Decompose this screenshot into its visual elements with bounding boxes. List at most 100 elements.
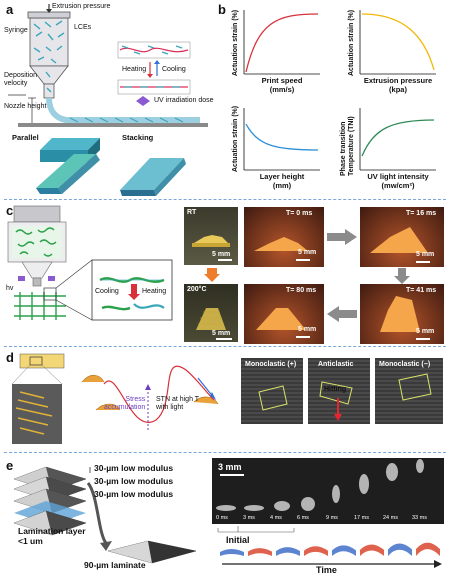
drop-frame-7 <box>416 459 424 473</box>
plot-2-xlabel: Extrusion pressure (kpa) <box>363 76 433 94</box>
deformation-shape-5 <box>360 544 384 556</box>
rt-label: RT <box>187 209 197 216</box>
initial-label: Initial <box>226 535 250 545</box>
time-label-1: 3 ms <box>243 515 255 521</box>
c-cooling-label: Cooling <box>95 288 119 295</box>
temp-200-label: 200°C <box>187 286 207 293</box>
stacking-label: Stacking <box>122 133 154 142</box>
frame-16ms-scale: 5 mm <box>416 251 435 258</box>
deformation-shape-7 <box>416 542 440 556</box>
hv-label: hv <box>6 285 14 292</box>
plot-4-curve <box>361 119 435 157</box>
time-label-2: 4 ms <box>270 515 282 521</box>
monoclastic-minus-photo: Monoclastic (−) <box>375 358 443 424</box>
deformation-sequence <box>217 526 442 568</box>
frame-16ms-label: T= 16 ms <box>406 210 437 217</box>
nozzle-height-label: Nozzle height <box>4 103 47 110</box>
plot-4-ylabel: Phase transition Temperature (TNI) <box>340 116 355 176</box>
frame-0ms: T= 0 ms 5 mm <box>244 207 324 267</box>
time-label-7: 33 ms <box>412 515 427 521</box>
parameter-plots <box>243 10 436 171</box>
stress-accumulation-label: Stress accumulation <box>104 396 146 411</box>
rt-photo: RT 5 mm <box>184 207 238 265</box>
panel-d-letter: d <box>6 350 14 365</box>
layer-2-label: 30-µm low modulus <box>94 476 174 486</box>
deformation-shape-1 <box>248 548 272 556</box>
uv-dose-label: UV irradiation dose <box>154 97 214 104</box>
plot-3-xlabel: Layer height (mm) <box>259 172 305 190</box>
plot-1-ylabel: Actuation strain (%) <box>232 9 239 76</box>
frame-80ms: T= 80 ms 5 mm <box>244 284 324 344</box>
deposition-velocity-label: Deposition velocity <box>4 72 38 87</box>
frame-80ms-scale: 5 mm <box>298 326 317 333</box>
drop-frame-0 <box>216 505 236 511</box>
monoclastic-plus-label: Monoclastic (+) <box>245 361 297 368</box>
frame-0ms-label: T= 0 ms <box>286 210 313 217</box>
monoclastic-plus-photo: Monoclastic (+) <box>241 358 303 424</box>
divider-d-e <box>4 452 446 453</box>
frame-41ms-label: T= 41 ms <box>406 287 437 294</box>
snap-through-schematic <box>11 353 219 444</box>
monoclastic-minus-label: Monoclastic (−) <box>379 361 431 368</box>
panel-e-letter: e <box>6 458 14 473</box>
divider-ab-c <box>4 199 446 200</box>
gray-left-arrow <box>327 306 357 322</box>
e-scale-label: 3 mm <box>218 462 242 472</box>
lces-label: LCEs <box>74 24 92 31</box>
hitting-label: Hitting <box>324 386 347 393</box>
panel-a-letter: a <box>6 2 14 17</box>
gray-down-arrow <box>394 268 410 284</box>
laminate-label: 90-µm laminate <box>84 560 146 570</box>
heating-label: Heating <box>122 66 147 73</box>
frame-41ms-scale: 5 mm <box>416 328 435 335</box>
printhead-schematic <box>7 205 173 321</box>
plot-1-curve <box>245 13 319 73</box>
layer-1-label: 30-µm low modulus <box>94 463 174 473</box>
frame-80ms-label: T= 80 ms <box>286 287 317 294</box>
stn-label: STN at high T with light <box>156 396 200 411</box>
plot-3-ylabel: Actuation strain (%) <box>232 105 239 172</box>
drop-frame-3 <box>301 497 315 511</box>
drop-frame-5 <box>359 474 369 494</box>
anticlastic-photo: Anticlastic Hitting <box>308 358 370 424</box>
heated-photo: 200°C 5 mm <box>184 284 238 342</box>
frame-41ms: T= 41 ms 5 mm <box>360 284 444 344</box>
plot-2-curve <box>361 13 435 71</box>
c-heating-label: Heating <box>142 288 167 295</box>
anticlastic-label: Anticlastic <box>318 361 354 368</box>
time-label-0: 0 ms <box>216 515 228 521</box>
time-axis-label: Time <box>316 565 337 575</box>
extrusion-pressure-label: Extrusion pressure <box>52 3 111 10</box>
plot-2-ylabel: Actuation strain (%) <box>348 9 355 76</box>
panel-c-letter: c <box>6 203 14 218</box>
cooling-label: Cooling <box>162 66 186 73</box>
gray-right-arrow <box>327 229 357 245</box>
deformation-shape-3 <box>304 546 328 556</box>
drop-frame-6 <box>386 463 398 481</box>
plot-3-curve <box>245 123 319 151</box>
laminate-schematic <box>13 466 197 564</box>
time-label-4: 9 ms <box>326 515 338 521</box>
frame-0ms-scale: 5 mm <box>298 249 317 256</box>
heated-scale-label: 5 mm <box>212 330 231 337</box>
layer-3-label: 30-µm low modulus <box>94 489 174 499</box>
time-label-3: 6 ms <box>297 515 309 521</box>
drop-frame-1 <box>244 505 264 511</box>
panel-b-letter: b <box>218 2 226 17</box>
deformation-shape-2 <box>276 547 300 556</box>
plot-1-xlabel: Print speed (mm/s) <box>261 76 303 94</box>
syringe-label: Syringe <box>4 27 28 34</box>
drop-sequence-photo: 3 mm 0 ms 3 ms 4 ms 6 ms 9 ms 17 ms 24 m… <box>212 458 444 524</box>
plot-4-xlabel: UV light intensity (mw/cm²) <box>367 172 429 190</box>
parallel-label: Parallel <box>12 133 39 142</box>
drop-frame-2 <box>274 501 290 511</box>
e-scale-bar <box>220 474 244 476</box>
time-label-5: 17 ms <box>354 515 369 521</box>
deformation-shape-6 <box>388 543 412 556</box>
frame-16ms: T= 16 ms 5 mm <box>360 207 444 267</box>
printing-schematic <box>8 4 208 196</box>
deformation-shape-0 <box>220 549 244 556</box>
deformation-shape-4 <box>332 545 356 556</box>
lamination-label: Lamination layer <1 um <box>18 526 86 546</box>
time-label-6: 24 ms <box>383 515 398 521</box>
